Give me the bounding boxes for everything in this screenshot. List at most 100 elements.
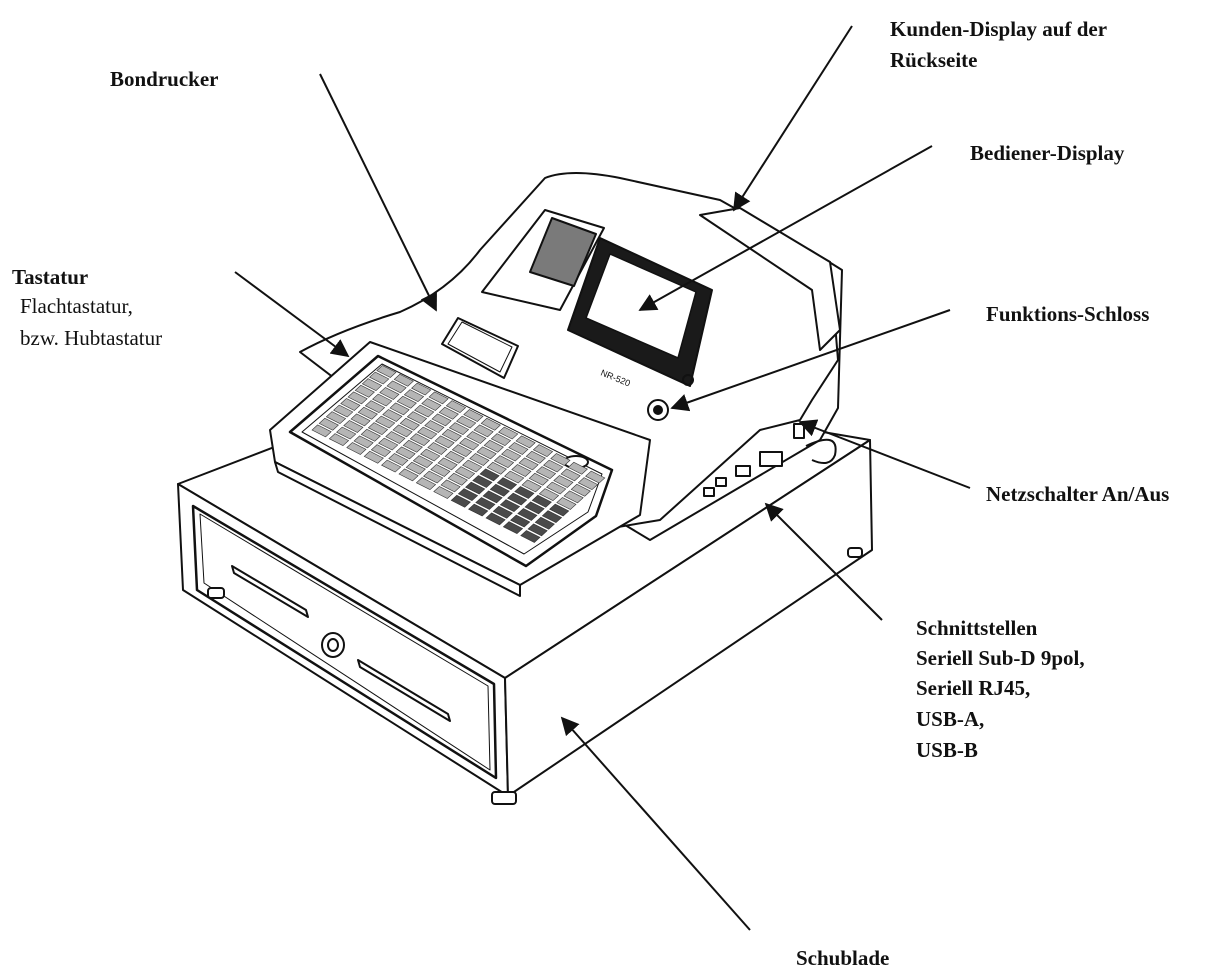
label-schnittstellen-item: USB-A,: [916, 707, 985, 731]
keyboard-key: [440, 479, 461, 493]
keyboard-key-numeric: [482, 490, 503, 504]
label-schublade: Schublade: [796, 946, 890, 970]
keyboard-key: [398, 468, 419, 482]
keyboard-key: [560, 468, 581, 482]
keyboard-key: [556, 497, 577, 510]
keyboard-key: [490, 433, 512, 447]
label-bediener-display: Bediener-Display: [970, 141, 1125, 165]
keyboard-key: [508, 442, 529, 455]
label-tastatur-line2: bzw. Hubtastatur: [20, 326, 163, 350]
keyboard-key: [311, 424, 332, 438]
keyboard-key: [441, 428, 462, 442]
keyboard-key: [385, 431, 406, 444]
keyboard-key: [364, 400, 386, 414]
keyboard-key: [420, 448, 441, 462]
label-schnittstellen-title: Schnittstellen: [916, 616, 1038, 640]
keyboard-key: [546, 481, 567, 495]
keyboard-key: [412, 455, 434, 469]
drawer-handle-left: [231, 565, 309, 618]
keyboard-key: [444, 450, 465, 464]
keyboard-key-numeric: [489, 483, 510, 497]
drawer-front-inner: [199, 513, 491, 771]
keyboard-key: [343, 420, 364, 433]
keyboard-key-numeric: [479, 468, 500, 482]
keyboard-key: [393, 373, 414, 387]
keyboard-key: [525, 450, 546, 464]
drawer-handle-right: [357, 659, 451, 722]
keyboard-key: [498, 426, 519, 440]
keyboard-key: [417, 426, 438, 440]
keyboard-key: [382, 409, 403, 422]
keyboard-key-numeric: [507, 492, 528, 506]
keyboard-key: [403, 389, 425, 403]
keyboard-key: [454, 466, 476, 480]
arrow-bediener-display: [638, 145, 933, 311]
keyboard-key: [378, 437, 399, 451]
keyboard-key-numeric: [450, 494, 471, 508]
keyboard-key: [570, 483, 591, 497]
keyboard-key: [414, 404, 435, 418]
keyboard-key: [388, 453, 409, 466]
keyboard-key: [567, 461, 588, 475]
keyboard-key: [511, 464, 532, 477]
keyboard-key-numeric: [534, 516, 555, 530]
drawer-foot: [207, 587, 225, 599]
label-bondrucker: Bondrucker: [110, 67, 219, 91]
arrow-netzschalter: [798, 419, 971, 489]
keyboard-key-numeric: [510, 514, 531, 528]
keyboard-key-numeric: [472, 475, 493, 488]
keyboard-key-numeric: [475, 497, 496, 510]
printer-paper: [529, 217, 597, 287]
keyboard-key-numeric: [517, 508, 538, 521]
keyboard-key: [405, 461, 426, 475]
keyboard-key-numeric: [531, 494, 552, 508]
keyboard-key-numeric: [549, 503, 570, 517]
keyboard-key: [340, 398, 361, 411]
arrow-tastatur: [234, 271, 350, 358]
keyboard-key: [353, 435, 374, 449]
keyboard-key: [535, 466, 557, 480]
keyboard-key: [528, 472, 549, 486]
keyboard-key: [350, 413, 371, 427]
label-schnittstellen-item: Seriell Sub-D 9pol,: [916, 646, 1085, 670]
keyboard-key: [411, 382, 432, 396]
drawer-foot: [847, 547, 863, 558]
keyboard-key-numeric: [541, 510, 563, 524]
keyboard-key: [501, 448, 522, 462]
keyboard-key: [521, 479, 542, 493]
keyboard-key: [386, 380, 407, 394]
keyboard-key: [433, 486, 454, 499]
keyboard-key: [428, 391, 449, 405]
keyboard-keys: [311, 365, 606, 543]
keyboard-key: [421, 398, 442, 411]
keyboard-key: [553, 475, 574, 488]
arrow-schnittstellen: [764, 502, 883, 621]
keyboard-key: [395, 446, 416, 460]
keyboard-key: [515, 435, 536, 449]
label-tastatur-line1: Flachtastatur,: [20, 294, 133, 318]
keyboard-key: [480, 417, 501, 431]
keyboard-key: [577, 477, 599, 491]
keyboard-key: [434, 435, 455, 449]
keyboard-key: [381, 459, 402, 473]
arrow-kunden-display: [733, 25, 853, 212]
keyboard-key-numeric: [457, 488, 479, 502]
keyboard-key: [328, 433, 350, 447]
usb-port-icon: [703, 487, 715, 497]
keyboard-key: [563, 490, 584, 504]
keyboard-key: [451, 444, 473, 458]
keyboard-key: [463, 409, 484, 422]
keyboard-key: [325, 411, 347, 425]
keyboard-key-numeric: [485, 512, 506, 526]
serial-port-icon: [759, 451, 783, 467]
keyboard-key: [466, 431, 487, 444]
keyboard-key-numeric: [465, 481, 486, 495]
keyboard-key: [532, 444, 554, 458]
keyboard-key: [402, 439, 423, 453]
keyboard-key: [369, 371, 390, 385]
keyboard-key: [585, 470, 606, 484]
arrow-bondrucker: [319, 73, 437, 312]
keyboard-key: [427, 442, 448, 455]
keyboard-key: [379, 387, 400, 400]
